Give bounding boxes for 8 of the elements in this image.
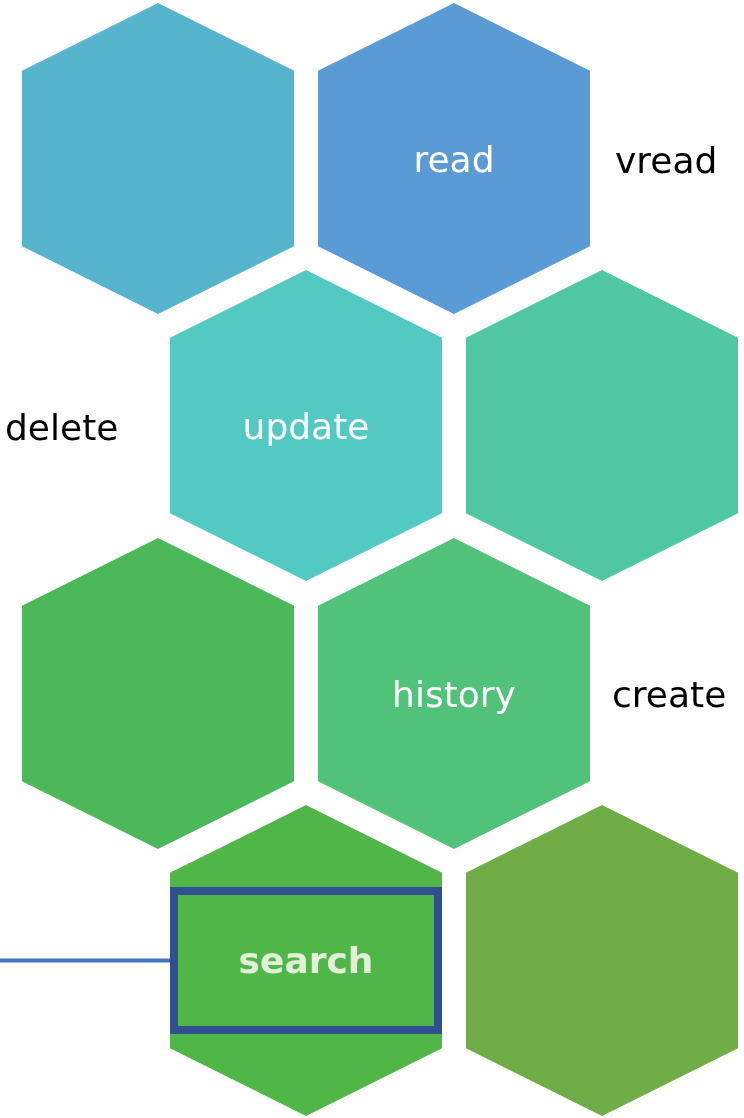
hexagon-label: read [413, 138, 495, 179]
search-box: search [170, 887, 442, 1034]
hexagon-label: update [242, 405, 370, 446]
hexagon-label: history [392, 673, 516, 714]
operation-label: vread [615, 139, 718, 181]
connector-line [0, 958, 170, 963]
operation-label: create [612, 673, 727, 715]
operation-label: delete [5, 406, 119, 448]
